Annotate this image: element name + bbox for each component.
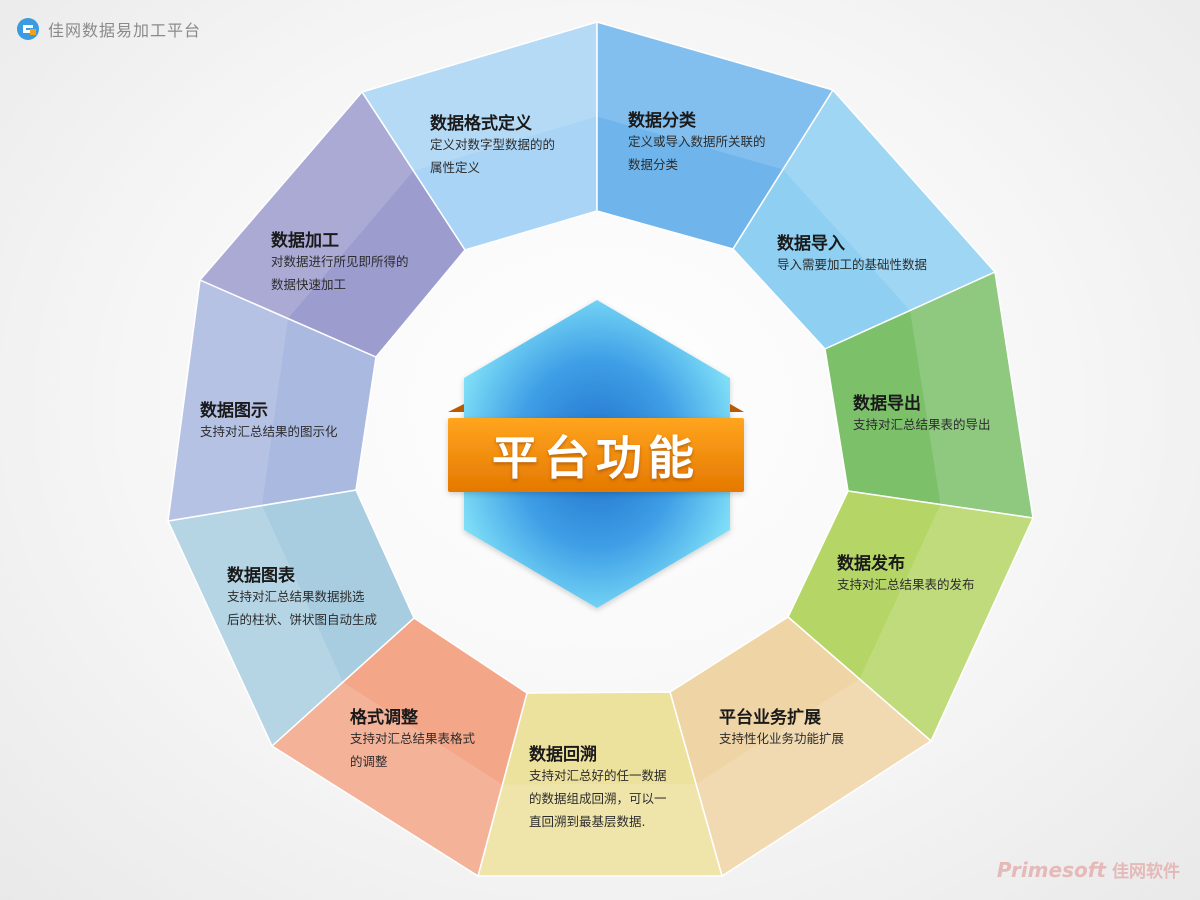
center-label: 平台功能 (492, 431, 700, 485)
header: 佳网数据易加工平台 (16, 14, 201, 44)
segment-highlight (478, 784, 722, 876)
desc-line: 后的柱状、饼状图自动生成 (227, 612, 378, 627)
desc-line: 定义或导入数据所关联的 (628, 134, 766, 149)
brand-name-en: Primesoft (996, 858, 1106, 882)
segment-desc-traceback: 支持对汇总好的任一数据 的数据组成回溯，可以一 直回溯到最基层数据. (529, 764, 667, 833)
segment-title-processing: 数据加工 (271, 231, 339, 251)
segment-highlight (696, 679, 931, 876)
app-logo-icon (17, 18, 39, 40)
segment-highlight (783, 90, 995, 311)
segment-title-business-extension: 平台业务扩展 (719, 708, 821, 728)
segment-title-import: 数据导入 (777, 234, 845, 254)
segment-desc-import: 导入需要加工的基础性数据 (777, 253, 927, 276)
segment-title-classification: 数据分类 (628, 111, 696, 131)
center-banner-fold-right (730, 404, 744, 412)
segment-desc-format-adjust: 支持对汇总结果表格式 的调整 (350, 727, 475, 773)
segment-highlight (362, 22, 597, 171)
segment-title-export: 数据导出 (853, 394, 921, 414)
segment-desc-format-definition: 定义对数字型数据的的 属性定义 (430, 133, 555, 179)
segment-desc-illustration: 支持对汇总结果的图示化 (200, 420, 338, 443)
desc-line: 对数据进行所见即所得的 (271, 254, 409, 269)
segment-highlight (597, 22, 833, 170)
center-banner-fold-left (448, 404, 464, 412)
segment-highlight (168, 280, 288, 521)
segment-desc-business-extension: 支持性化业务功能扩展 (719, 727, 844, 750)
segment-title-format-definition: 数据格式定义 (430, 114, 532, 134)
segment-desc-export: 支持对汇总结果表的导出 (853, 413, 991, 436)
segment-highlight (200, 92, 414, 319)
desc-line: 支持性化业务功能扩展 (719, 731, 845, 746)
center-emblem (448, 300, 744, 608)
desc-line: 支持对汇总结果的图示化 (200, 424, 338, 439)
app-title: 佳网数据易加工平台 (48, 21, 202, 40)
segment-highlight (859, 504, 1033, 741)
desc-line: 支持对汇总好的任一数据 (529, 768, 667, 783)
segment-desc-chart: 支持对汇总结果数据挑选 后的柱状、饼状图自动生成 (227, 585, 377, 631)
desc-line: 支持对汇总结果表格式 (350, 731, 476, 746)
desc-line: 数据快速加工 (271, 277, 347, 292)
footer-brand: Primesoft 佳网软件 (997, 857, 1180, 882)
desc-line: 属性定义 (430, 160, 481, 175)
segment-desc-publish: 支持对汇总结果表的发布 (837, 573, 975, 596)
segment-desc-processing: 对数据进行所见即所得的 数据快速加工 (271, 250, 409, 296)
segment-highlight (910, 272, 1033, 518)
center-banner (448, 418, 744, 492)
segment-desc-classification: 定义或导入数据所关联的 数据分类 (628, 130, 766, 176)
desc-line: 数据分类 (628, 157, 679, 172)
desc-line: 支持对汇总结果表的导出 (853, 417, 991, 432)
desc-line: 支持对汇总结果数据挑选 (227, 589, 365, 604)
segment-highlight (168, 505, 343, 746)
desc-line: 的调整 (350, 754, 388, 769)
brand-name-cn: 佳网软件 (1112, 862, 1180, 882)
ring (167, 21, 1034, 877)
segment-title-chart: 数据图表 (227, 566, 295, 586)
segment-title-format-adjust: 格式调整 (350, 708, 418, 728)
desc-line: 导入需要加工的基础性数据 (777, 257, 928, 272)
segment-title-traceback: 数据回溯 (529, 745, 597, 765)
desc-line: 定义对数字型数据的的 (430, 137, 556, 152)
desc-line: 支持对汇总结果表的发布 (837, 577, 975, 592)
segment-title-publish: 数据发布 (837, 554, 905, 574)
desc-line: 的数据组成回溯，可以一 (529, 791, 667, 806)
segment-title-illustration: 数据图示 (200, 401, 268, 421)
segment-processing (199, 91, 466, 358)
segment-highlight (272, 682, 503, 876)
desc-line: 直回溯到最基层数据. (529, 814, 646, 829)
